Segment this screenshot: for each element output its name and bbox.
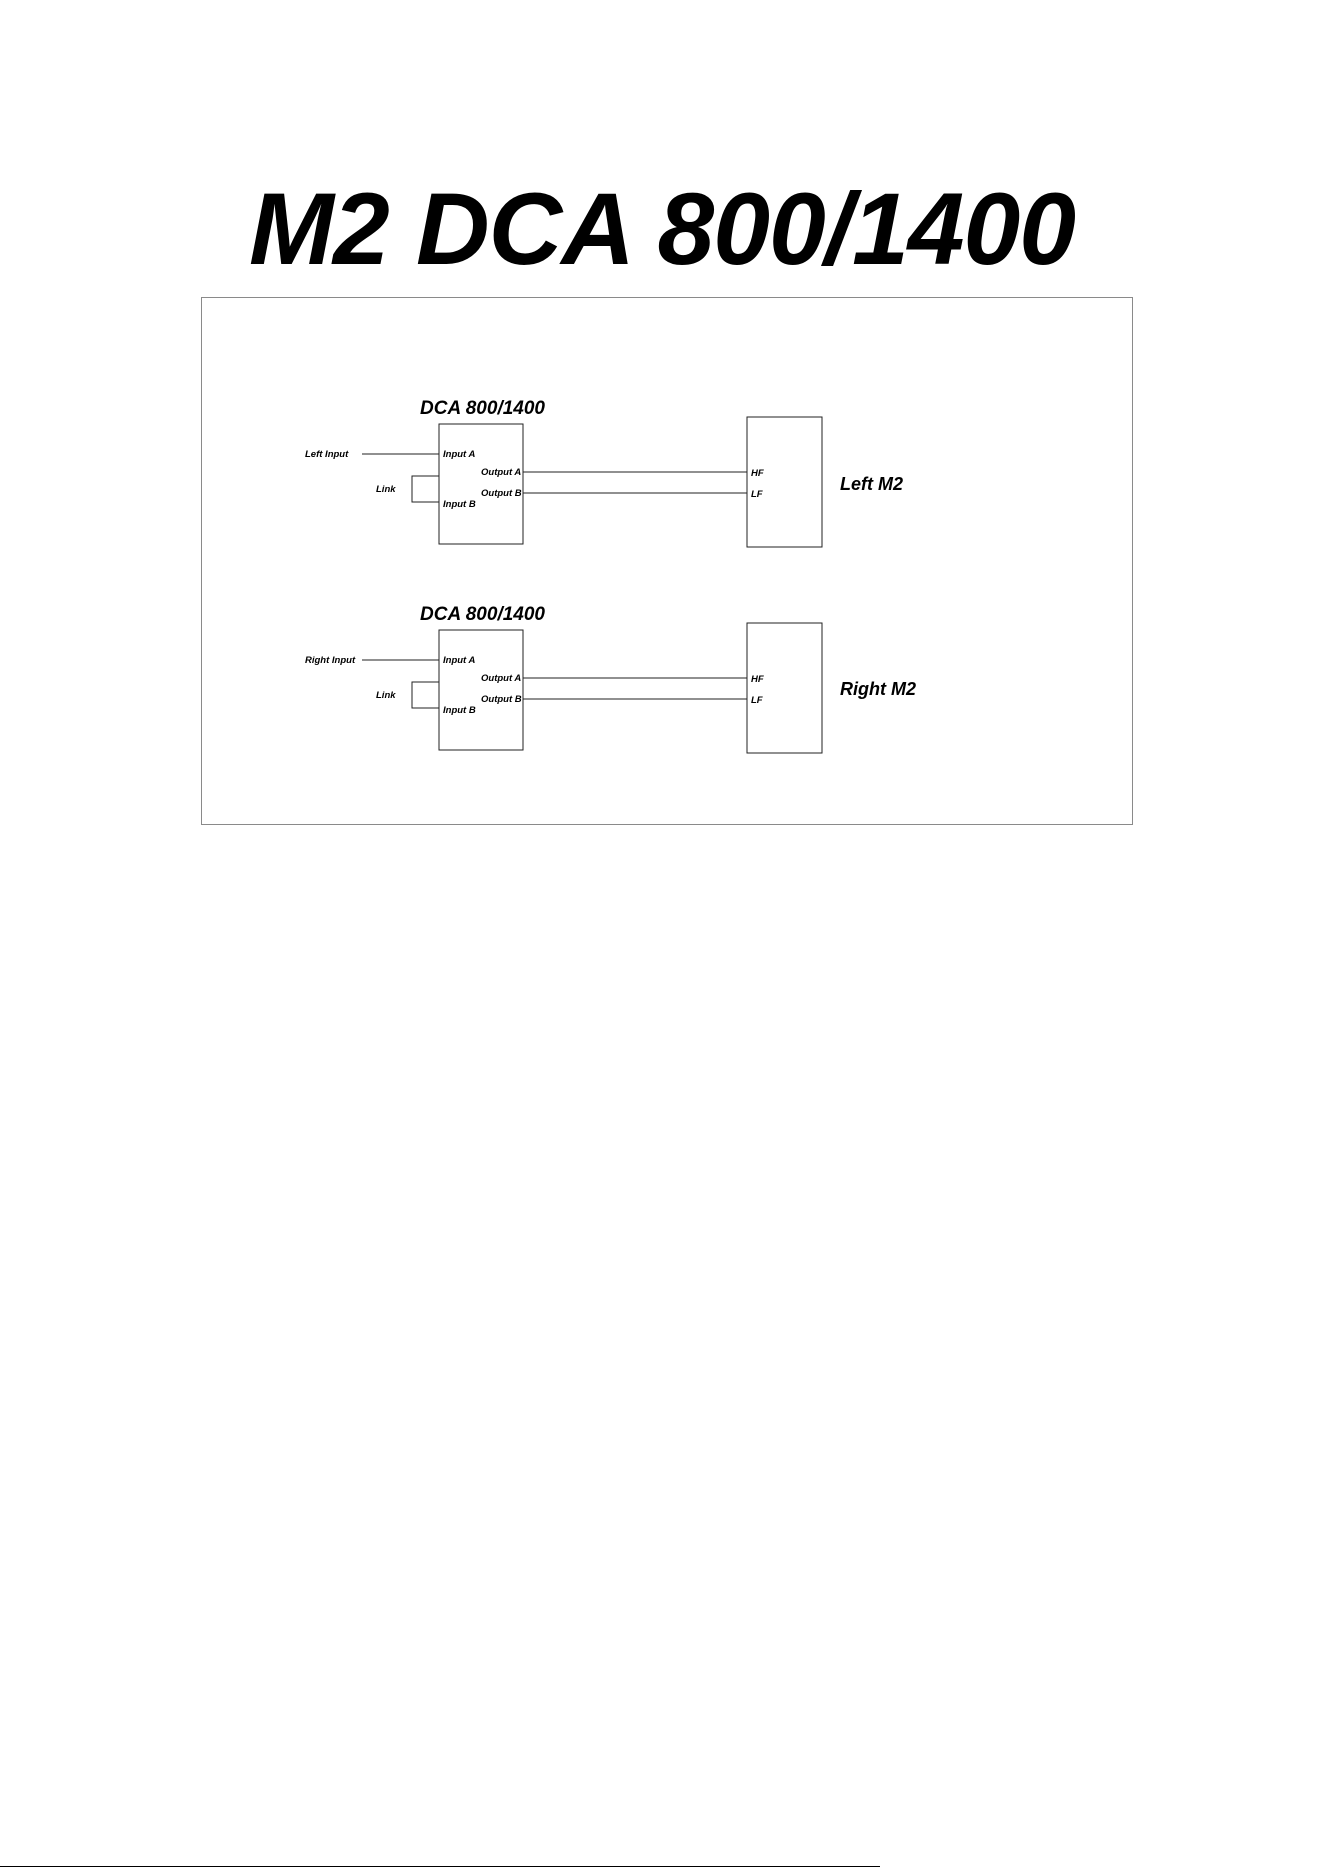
footer-rule	[0, 1866, 880, 1867]
input-b-label: Input B	[443, 705, 476, 716]
link-label: Link	[376, 484, 396, 495]
speaker-label: Right M2	[840, 679, 916, 699]
amplifier-title: DCA 800/1400	[420, 398, 545, 419]
amplifier-box	[439, 424, 523, 544]
section-right: DCA 800/1400 Right Input Input A Link In…	[305, 604, 916, 753]
speaker-box	[747, 623, 822, 753]
section-left: DCA 800/1400 Left Input Input A Link Inp…	[305, 398, 903, 547]
output-b-label: Output B	[481, 694, 522, 705]
output-a-label: Output A	[481, 467, 521, 478]
speaker-label: Left M2	[840, 474, 903, 494]
source-input-label: Left Input	[305, 449, 349, 460]
amplifier-title: DCA 800/1400	[420, 604, 545, 625]
link-label: Link	[376, 690, 396, 701]
source-input-label: Right Input	[305, 655, 356, 666]
speaker-box	[747, 417, 822, 547]
link-jumper	[412, 476, 439, 502]
input-b-label: Input B	[443, 499, 476, 510]
input-a-label: Input A	[443, 655, 475, 666]
page-title: M2 DCA 800/1400	[0, 178, 1324, 280]
link-jumper	[412, 682, 439, 708]
output-b-label: Output B	[481, 488, 522, 499]
amplifier-box	[439, 630, 523, 750]
hf-terminal-label: HF	[751, 468, 764, 479]
hf-terminal-label: HF	[751, 674, 764, 685]
lf-terminal-label: LF	[751, 489, 763, 500]
wiring-diagram-canvas: DCA 800/1400 Left Input Input A Link Inp…	[202, 298, 1134, 826]
lf-terminal-label: LF	[751, 695, 763, 706]
input-a-label: Input A	[443, 449, 475, 460]
wiring-diagram: DCA 800/1400 Left Input Input A Link Inp…	[201, 297, 1133, 825]
output-a-label: Output A	[481, 673, 521, 684]
